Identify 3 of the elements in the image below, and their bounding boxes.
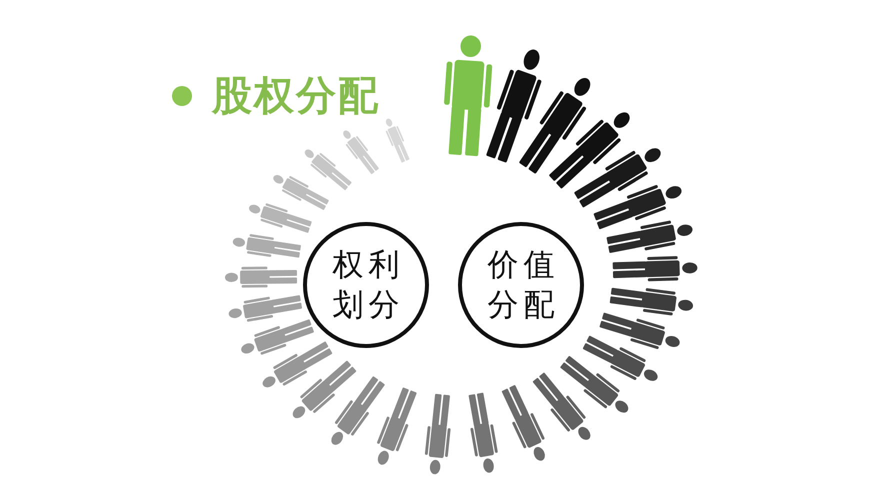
heading: 股权分配 xyxy=(212,72,380,120)
circle-label: 价值分配 xyxy=(486,246,559,325)
circle-label: 权利划分 xyxy=(332,246,404,325)
